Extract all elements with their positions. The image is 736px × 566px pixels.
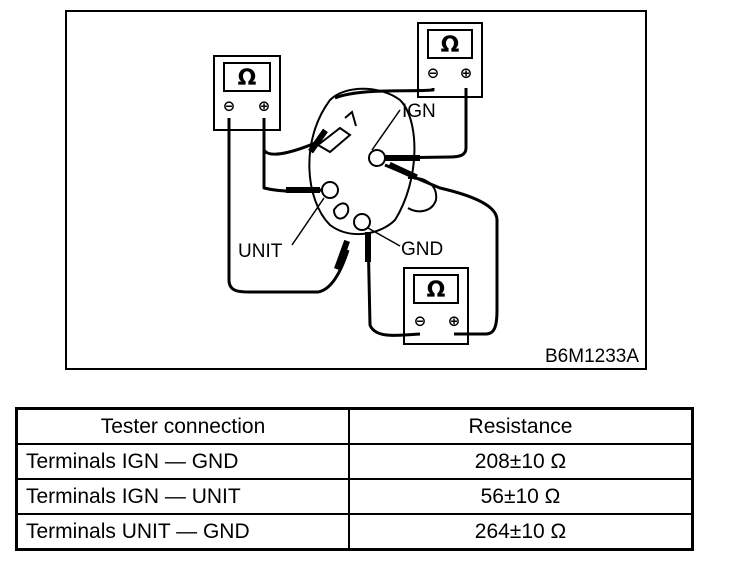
resistance-table: Tester connection Resistance Terminals I… — [15, 407, 694, 551]
resistance-cell: 208±10 Ω — [348, 443, 694, 480]
ohm-symbol: Ω — [238, 66, 257, 91]
column-header-connection: Tester connection — [15, 407, 350, 445]
connection-cell: Terminals IGN — GND — [15, 443, 350, 480]
minus-terminal-icon: ⊖ — [223, 97, 236, 115]
ohm-symbol: Ω — [427, 278, 446, 303]
ohm-symbol: Ω — [441, 33, 460, 58]
connection-cell: Terminals UNIT — GND — [15, 513, 350, 551]
wiring-diagram: Ω ⊖ ⊕ Ω ⊖ ⊕ Ω ⊖ ⊕ — [65, 10, 647, 370]
plus-terminal-icon: ⊕ — [460, 64, 473, 82]
column-header-resistance: Resistance — [348, 407, 694, 445]
plus-terminal-icon: ⊕ — [448, 312, 461, 330]
connection-cell: Terminals IGN — UNIT — [15, 478, 350, 515]
resistance-cell: 56±10 Ω — [348, 478, 694, 515]
ohmmeter-bottom: Ω ⊖ ⊕ — [403, 267, 469, 345]
table-row: Terminals IGN — UNIT 56±10 Ω — [15, 478, 694, 515]
minus-terminal-icon: ⊖ — [414, 312, 427, 330]
label-unit: UNIT — [238, 241, 283, 262]
label-gnd: GND — [401, 239, 443, 260]
plus-terminal-icon: ⊕ — [258, 97, 271, 115]
label-ign: IGN — [402, 101, 436, 122]
ohmmeter-top-right: Ω ⊖ ⊕ — [417, 22, 483, 98]
probe-tips — [286, 128, 420, 271]
diagram-frame — [65, 10, 647, 370]
ohmmeter-left: Ω ⊖ ⊕ — [213, 55, 281, 131]
table-header-row: Tester connection Resistance — [15, 407, 694, 445]
table-row: Terminals IGN — GND 208±10 Ω — [15, 443, 694, 480]
minus-terminal-icon: ⊖ — [427, 64, 440, 82]
table-row: Terminals UNIT — GND 264±10 Ω — [15, 513, 694, 551]
label-leaders — [291, 109, 401, 247]
resistance-cell: 264±10 Ω — [348, 513, 694, 551]
figure-code: B6M1233A — [545, 346, 639, 367]
